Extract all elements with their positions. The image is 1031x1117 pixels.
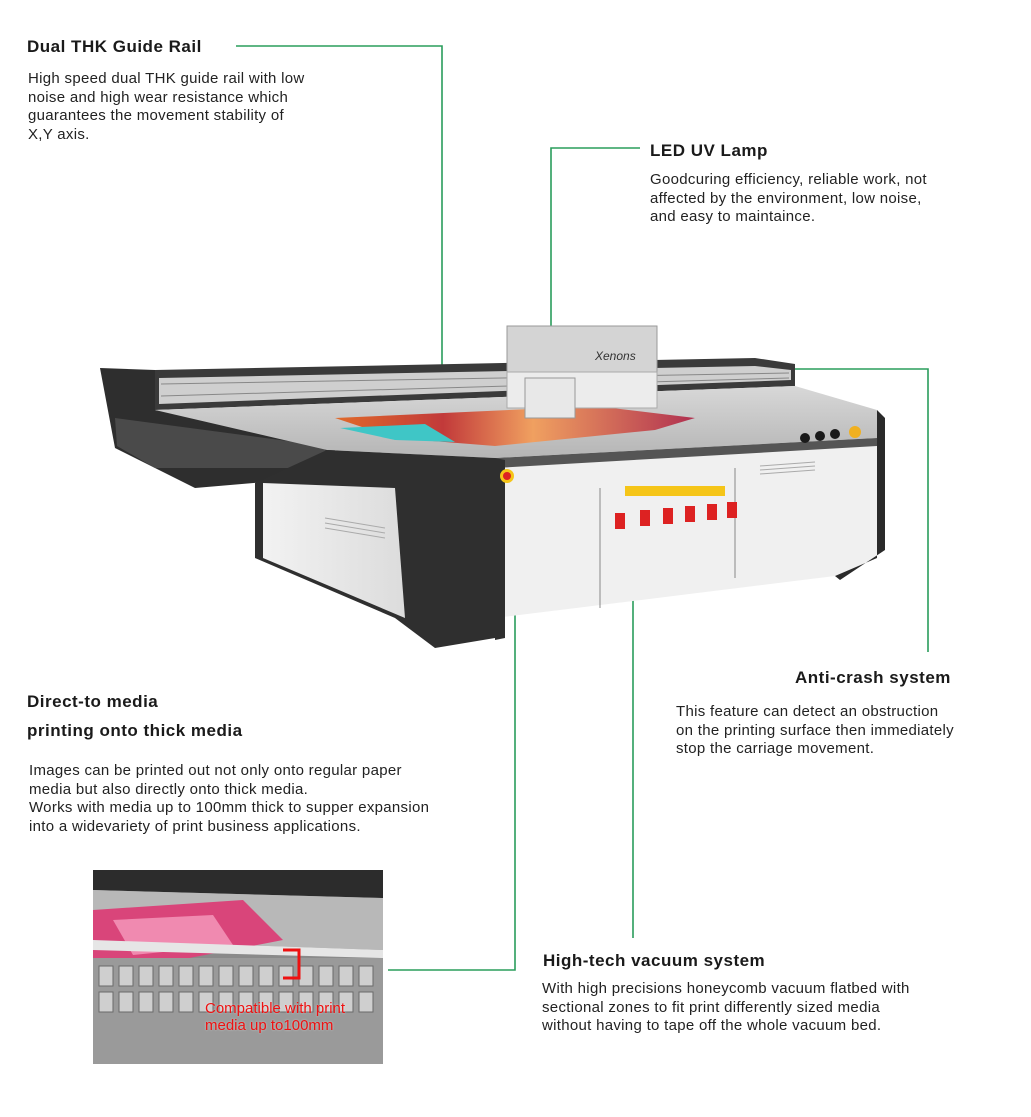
thick-media-caption: Compatible with print media up to100mm (205, 1000, 346, 1034)
vacuum-title: High-tech vacuum system (543, 951, 766, 970)
vacuum-description: With high precisions honeycomb vacuum fl… (542, 980, 910, 1034)
anti-crash-title: Anti-crash system (795, 668, 951, 687)
uv-lamp-callout-line (550, 147, 640, 350)
printer-image: Xenons (100, 325, 885, 648)
guide-rail-callout-line (236, 45, 443, 392)
direct-media-title-line1: Direct-to media (27, 692, 159, 711)
thick-media-photo: Compatible with print media up to100mm (93, 870, 383, 1064)
direct-media-callout-line (388, 440, 516, 971)
direct-media-description: Images can be printed out not only onto … (29, 762, 430, 835)
uv-lamp-title: LED UV Lamp (650, 141, 768, 160)
uv-lamp-description: Goodcuring efficiency, reliable work, no… (650, 171, 927, 225)
direct-media-title-line2: printing onto thick media (27, 721, 243, 740)
guide-rail-description: High speed dual THK guide rail with low … (28, 70, 305, 143)
guide-rail-title: Dual THK Guide Rail (27, 37, 202, 56)
printer-brand-label: Xenons (594, 349, 636, 363)
anti-crash-description: This feature can detect an obstruction o… (676, 703, 954, 757)
thick-media-illustration (93, 870, 383, 1064)
